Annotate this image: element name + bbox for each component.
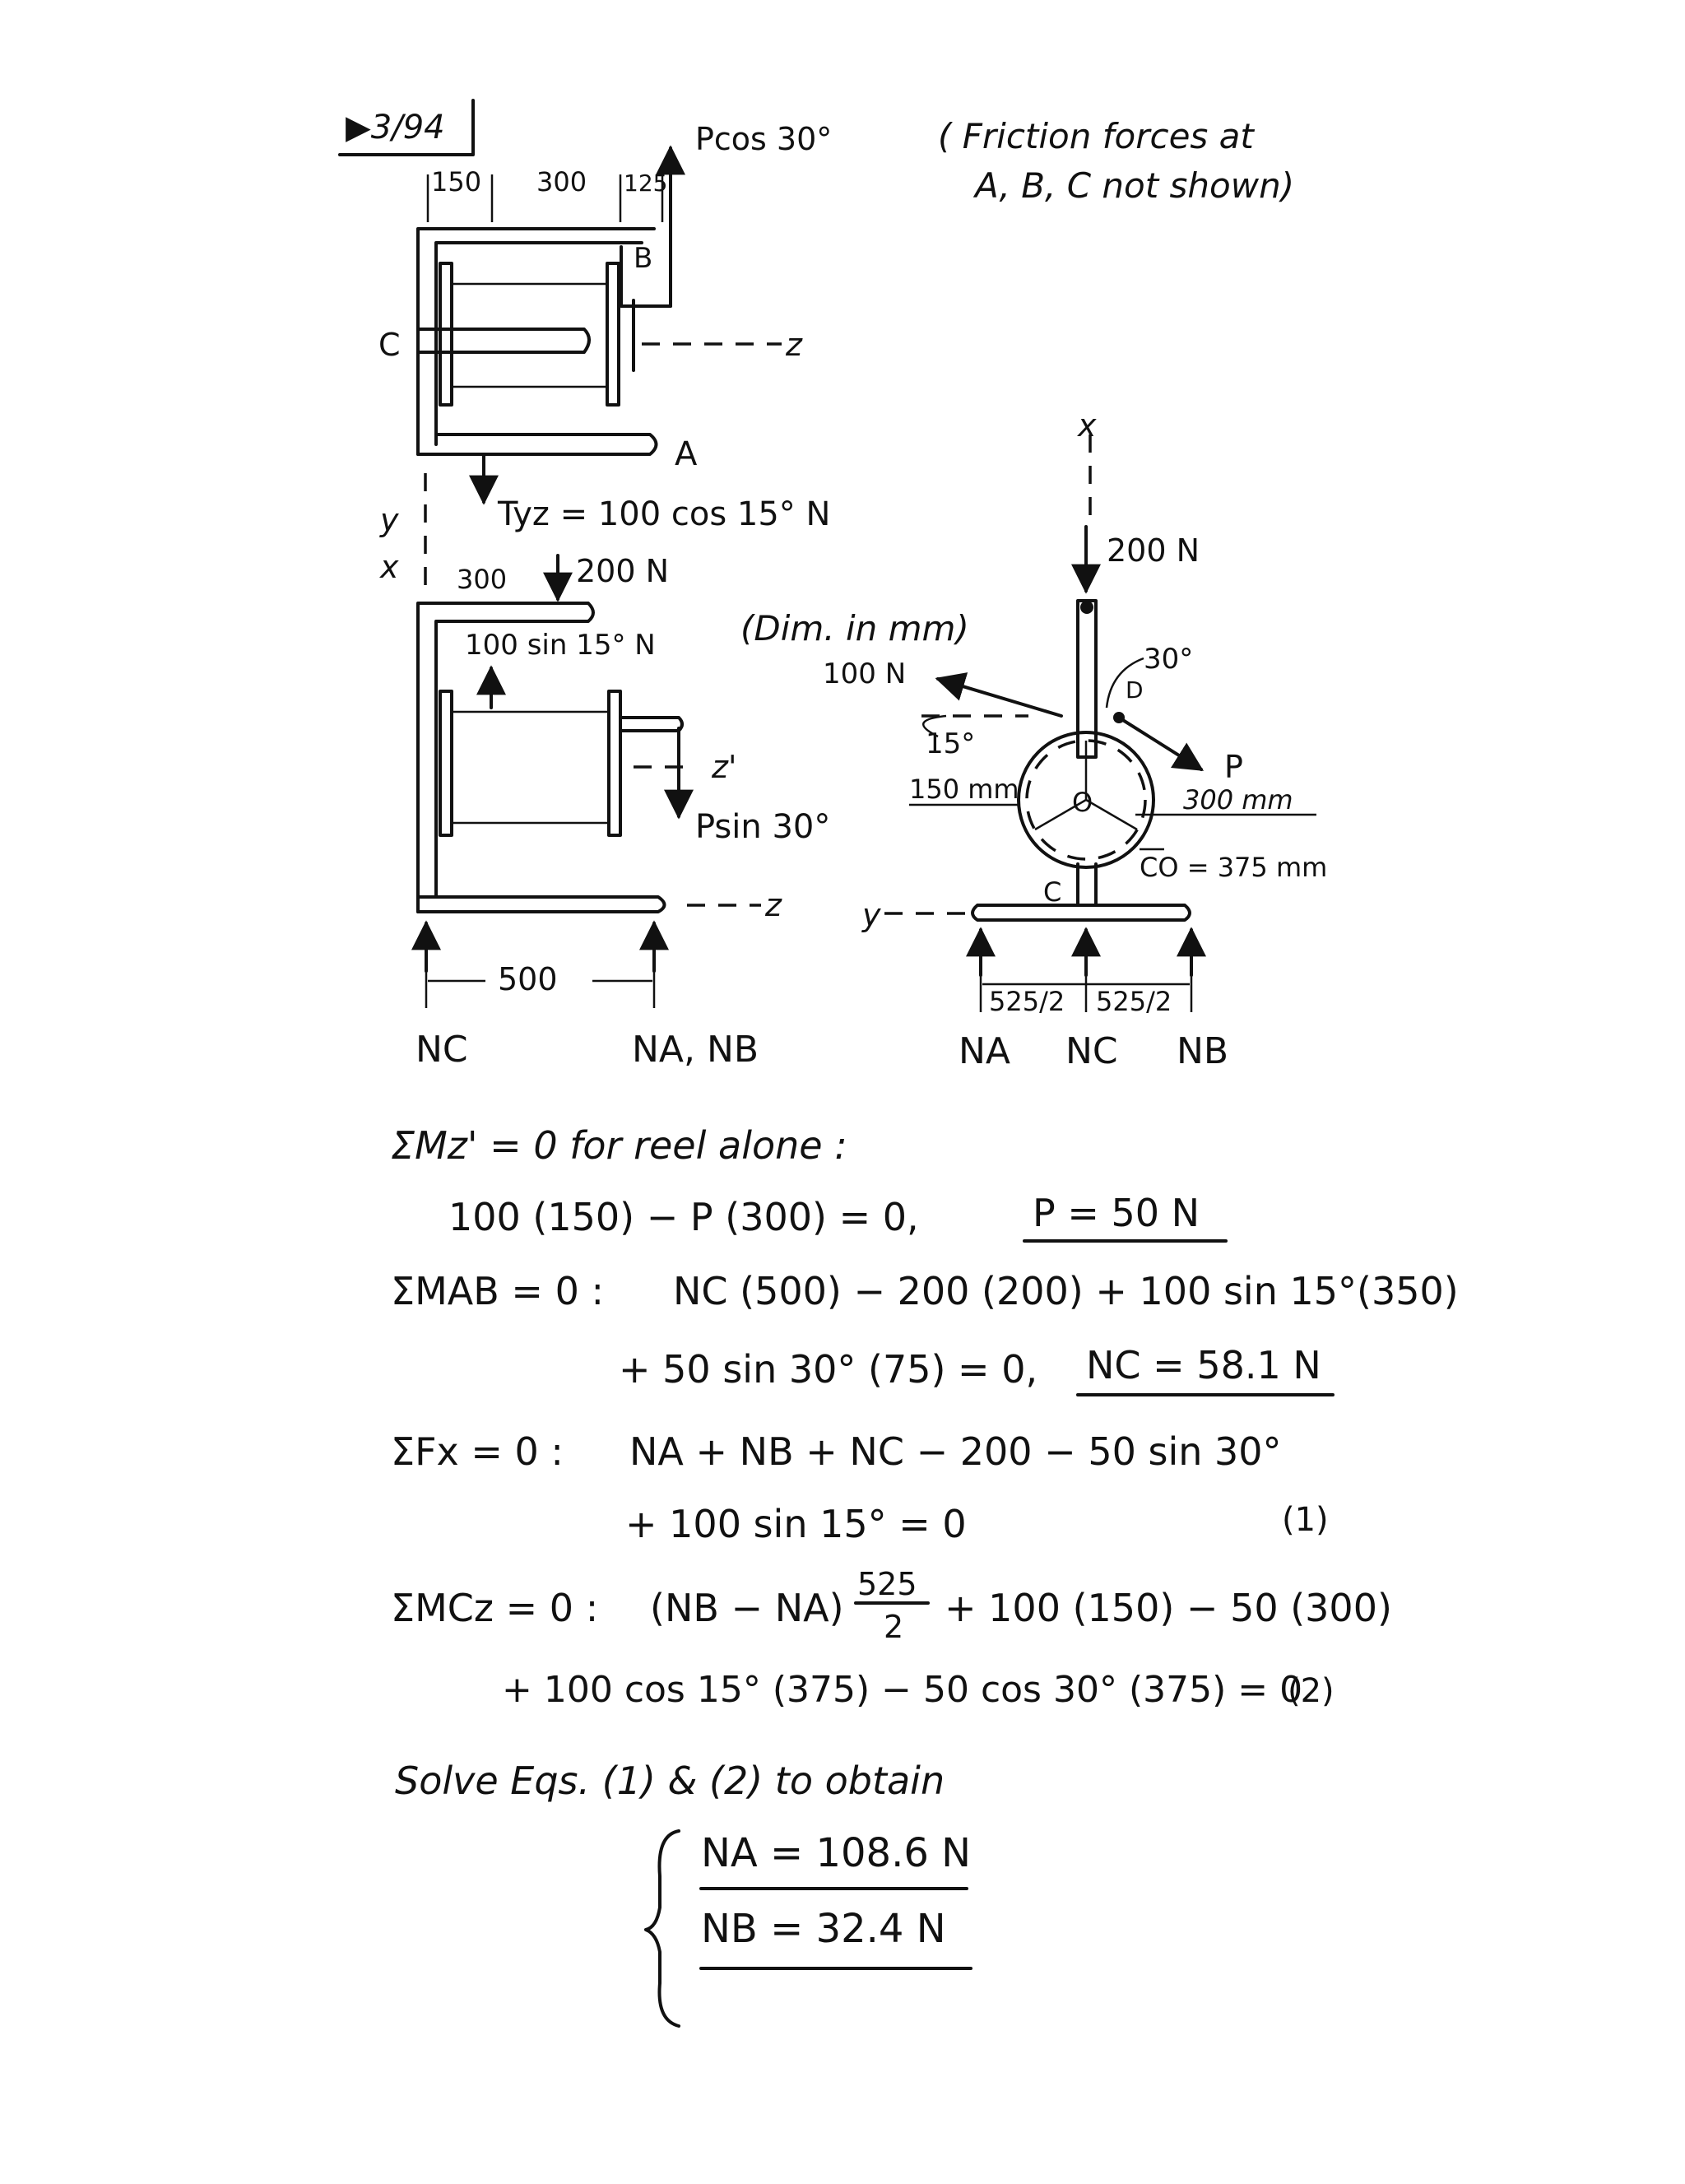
end-reaction-NA: NA xyxy=(959,1030,1010,1072)
eq2-body: NC (500) − 200 (200) + 100 sin 15°(350) xyxy=(673,1269,1459,1313)
eq3-head: ΣFx = 0 : xyxy=(391,1429,564,1474)
equations: ΣMz' = 0 for reel alone : 100 (150) − P … xyxy=(391,1123,1459,2028)
top-label-z: z xyxy=(785,327,803,363)
end-dim-300mm: 300 mm xyxy=(1183,784,1293,816)
side-dim-300: 300 xyxy=(457,564,507,595)
eq1-head: ΣMz' = 0 for reel alone : xyxy=(391,1123,847,1168)
top-tension: Tyz = 100 cos 15° N xyxy=(497,495,830,533)
friction-note-line1: ( Friction forces at xyxy=(938,116,1255,156)
end-angle-15: 15° xyxy=(926,727,975,760)
end-angle-30: 30° xyxy=(1144,643,1193,676)
problem-number-box xyxy=(338,99,475,156)
eq4-head: ΣMCz = 0 : xyxy=(391,1586,598,1630)
side-force-100sin15: 100 sin 15° N xyxy=(465,629,656,662)
solve-line: Solve Eqs. (1) & (2) to obtain xyxy=(395,1759,945,1803)
side-dim-500: 500 xyxy=(498,961,558,997)
eq3-cont: + 100 sin 15° = 0 xyxy=(625,1502,967,1546)
eq3-number: (1) xyxy=(1282,1501,1329,1539)
side-label-z: z xyxy=(764,887,782,923)
end-dim-half-1: 525/2 xyxy=(989,986,1065,1017)
end-label-C: C xyxy=(1043,876,1061,908)
eq4-body-b: + 100 (150) − 50 (300) xyxy=(945,1586,1392,1630)
end-dim-150mm: 150 mm xyxy=(909,774,1019,805)
end-dim-half-2: 525/2 xyxy=(1096,986,1172,1017)
eq4-frac-den: 2 xyxy=(884,1609,903,1645)
eq2-head: ΣMAB = 0 : xyxy=(391,1269,604,1313)
dim-note: (Dim. in mm) xyxy=(740,608,969,648)
result-NB: NB = 32.4 N xyxy=(701,1906,946,1952)
side-force-200: 200 N xyxy=(576,553,669,589)
end-view-diagram: x 200 N O D 30° P 100 N 15° 150 mm 300 m… xyxy=(823,407,1327,1072)
result-NA: NA = 108.6 N xyxy=(701,1830,971,1876)
top-dim-300: 300 xyxy=(536,166,587,197)
end-reaction-NB: NB xyxy=(1177,1030,1228,1072)
end-dim-CO: CO = 375 mm xyxy=(1140,852,1327,883)
eq4-number: (2) xyxy=(1288,1672,1335,1710)
side-view-diagram: 300 200 N 100 sin 15° N z' Psin 30° z 50… xyxy=(411,553,830,1071)
end-label-O: O xyxy=(1072,787,1093,818)
result-brace xyxy=(644,1829,680,2028)
top-label-A: A xyxy=(675,435,698,473)
side-force-psin30: Psin 30° xyxy=(695,808,830,846)
friction-note-line2: A, B, C not shown) xyxy=(972,165,1294,206)
end-force-100: 100 N xyxy=(823,658,906,690)
side-reaction-NANB: NA, NB xyxy=(632,1029,759,1071)
eq3-body: NA + NB + NC − 200 − 50 sin 30° xyxy=(629,1429,1282,1474)
eq2-cont: + 50 sin 30° (75) = 0, xyxy=(619,1347,1037,1392)
eq4-cont: + 100 cos 15° (375) − 50 cos 30° (375) =… xyxy=(502,1669,1302,1711)
top-label-C: C xyxy=(378,327,401,363)
eq4-body-a: (NB − NA) xyxy=(650,1586,844,1630)
side-reaction-NC: NC xyxy=(415,1029,468,1071)
end-force-200: 200 N xyxy=(1107,532,1200,569)
end-label-D: D xyxy=(1126,676,1144,704)
side-label-z-prime: z' xyxy=(711,749,736,785)
end-axis-x: x xyxy=(1077,407,1097,444)
top-label-B: B xyxy=(634,242,652,275)
end-force-P: P xyxy=(1224,749,1243,785)
end-reaction-NC: NC xyxy=(1065,1030,1118,1072)
top-force-pcos30: Pcos 30° xyxy=(695,121,832,157)
top-axis-y: y xyxy=(379,502,399,538)
top-axis-x: x xyxy=(379,549,399,585)
end-axis-y: y xyxy=(861,897,881,933)
eq1-body: 100 (150) − P (300) = 0, xyxy=(448,1195,919,1239)
eq4-frac-num: 525 xyxy=(857,1566,917,1602)
top-dim-150: 150 xyxy=(431,166,481,197)
eq2-result: NC = 58.1 N xyxy=(1086,1343,1321,1387)
problem-number: ▶3/94 xyxy=(346,109,445,146)
top-dim-125: 125 xyxy=(624,170,667,197)
eq1-result: P = 50 N xyxy=(1033,1191,1200,1235)
top-view-diagram: 150 300 125 Pcos 30° B C z A Tyz = 100 c… xyxy=(378,121,832,586)
